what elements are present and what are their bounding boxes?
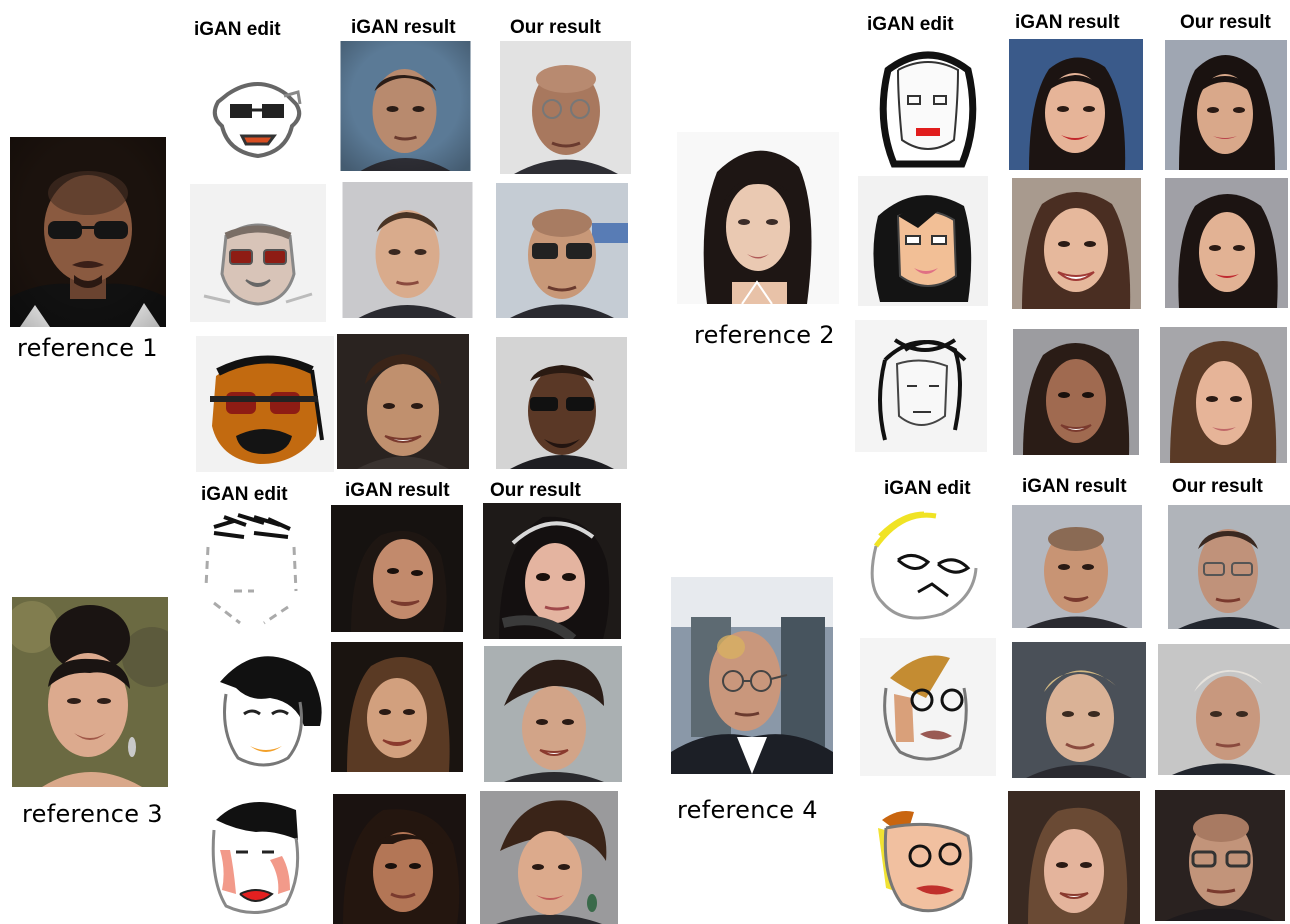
our-result-3-a	[483, 503, 621, 639]
header-our-result-2: Our result	[1180, 12, 1271, 33]
our-result-3-c	[480, 791, 618, 924]
igan-result-1-b	[341, 182, 474, 318]
our-result-4-c	[1155, 790, 1285, 921]
our-result-4-a	[1168, 505, 1290, 629]
our-result-2-c	[1160, 327, 1287, 463]
sketch-1-c	[196, 336, 334, 472]
sketch-1-a	[188, 44, 328, 176]
igan-result-3-b	[331, 642, 463, 772]
sketch-3-a	[194, 507, 308, 633]
reference-4-photo	[671, 577, 833, 774]
sketch-4-c	[858, 788, 994, 924]
sketch-3-b	[200, 642, 324, 778]
header-igan-result-3: iGAN result	[345, 480, 450, 501]
header-igan-edit-1: iGAN edit	[194, 19, 281, 40]
header-igan-result-2: iGAN result	[1015, 12, 1120, 33]
our-result-2-b	[1165, 178, 1288, 308]
igan-result-1-a	[340, 41, 471, 171]
our-result-2-a	[1165, 40, 1287, 170]
sketch-4-b	[860, 638, 996, 776]
header-igan-result-4: iGAN result	[1022, 476, 1127, 497]
header-igan-edit-2: iGAN edit	[867, 14, 954, 35]
igan-result-4-a	[1012, 505, 1142, 628]
sketch-3-c	[186, 790, 324, 922]
header-our-result-1: Our result	[510, 17, 601, 38]
our-result-1-a	[500, 41, 631, 174]
igan-result-4-c	[1008, 791, 1140, 924]
reference-1-photo	[10, 137, 166, 327]
sketch-2-c	[855, 320, 987, 452]
header-igan-edit-4: iGAN edit	[884, 478, 971, 499]
reference-2-photo	[677, 132, 839, 304]
header-igan-result-1: iGAN result	[351, 17, 456, 38]
igan-result-2-c	[1013, 329, 1139, 455]
igan-result-2-a	[1009, 39, 1143, 170]
sketch-2-b	[858, 176, 988, 306]
reference-2-label: reference 2	[694, 321, 835, 349]
igan-result-3-c	[333, 794, 466, 924]
igan-result-4-b	[1012, 642, 1146, 778]
our-result-3-b	[484, 646, 622, 782]
sketch-1-b	[190, 184, 326, 322]
igan-result-3-a	[331, 505, 463, 632]
our-result-4-b	[1158, 644, 1290, 775]
our-result-1-c	[496, 337, 627, 469]
our-result-1-b	[496, 183, 628, 318]
header-igan-edit-3: iGAN edit	[201, 484, 288, 505]
header-our-result-3: Our result	[490, 480, 581, 501]
sketch-2-a	[858, 40, 998, 172]
reference-1-label: reference 1	[17, 334, 158, 362]
header-our-result-4: Our result	[1172, 476, 1263, 497]
igan-result-1-c	[337, 334, 469, 469]
sketch-4-a	[862, 506, 1000, 630]
igan-result-2-b	[1012, 178, 1141, 309]
reference-3-photo	[12, 597, 168, 787]
reference-4-label: reference 4	[677, 796, 818, 824]
reference-3-label: reference 3	[22, 800, 163, 828]
